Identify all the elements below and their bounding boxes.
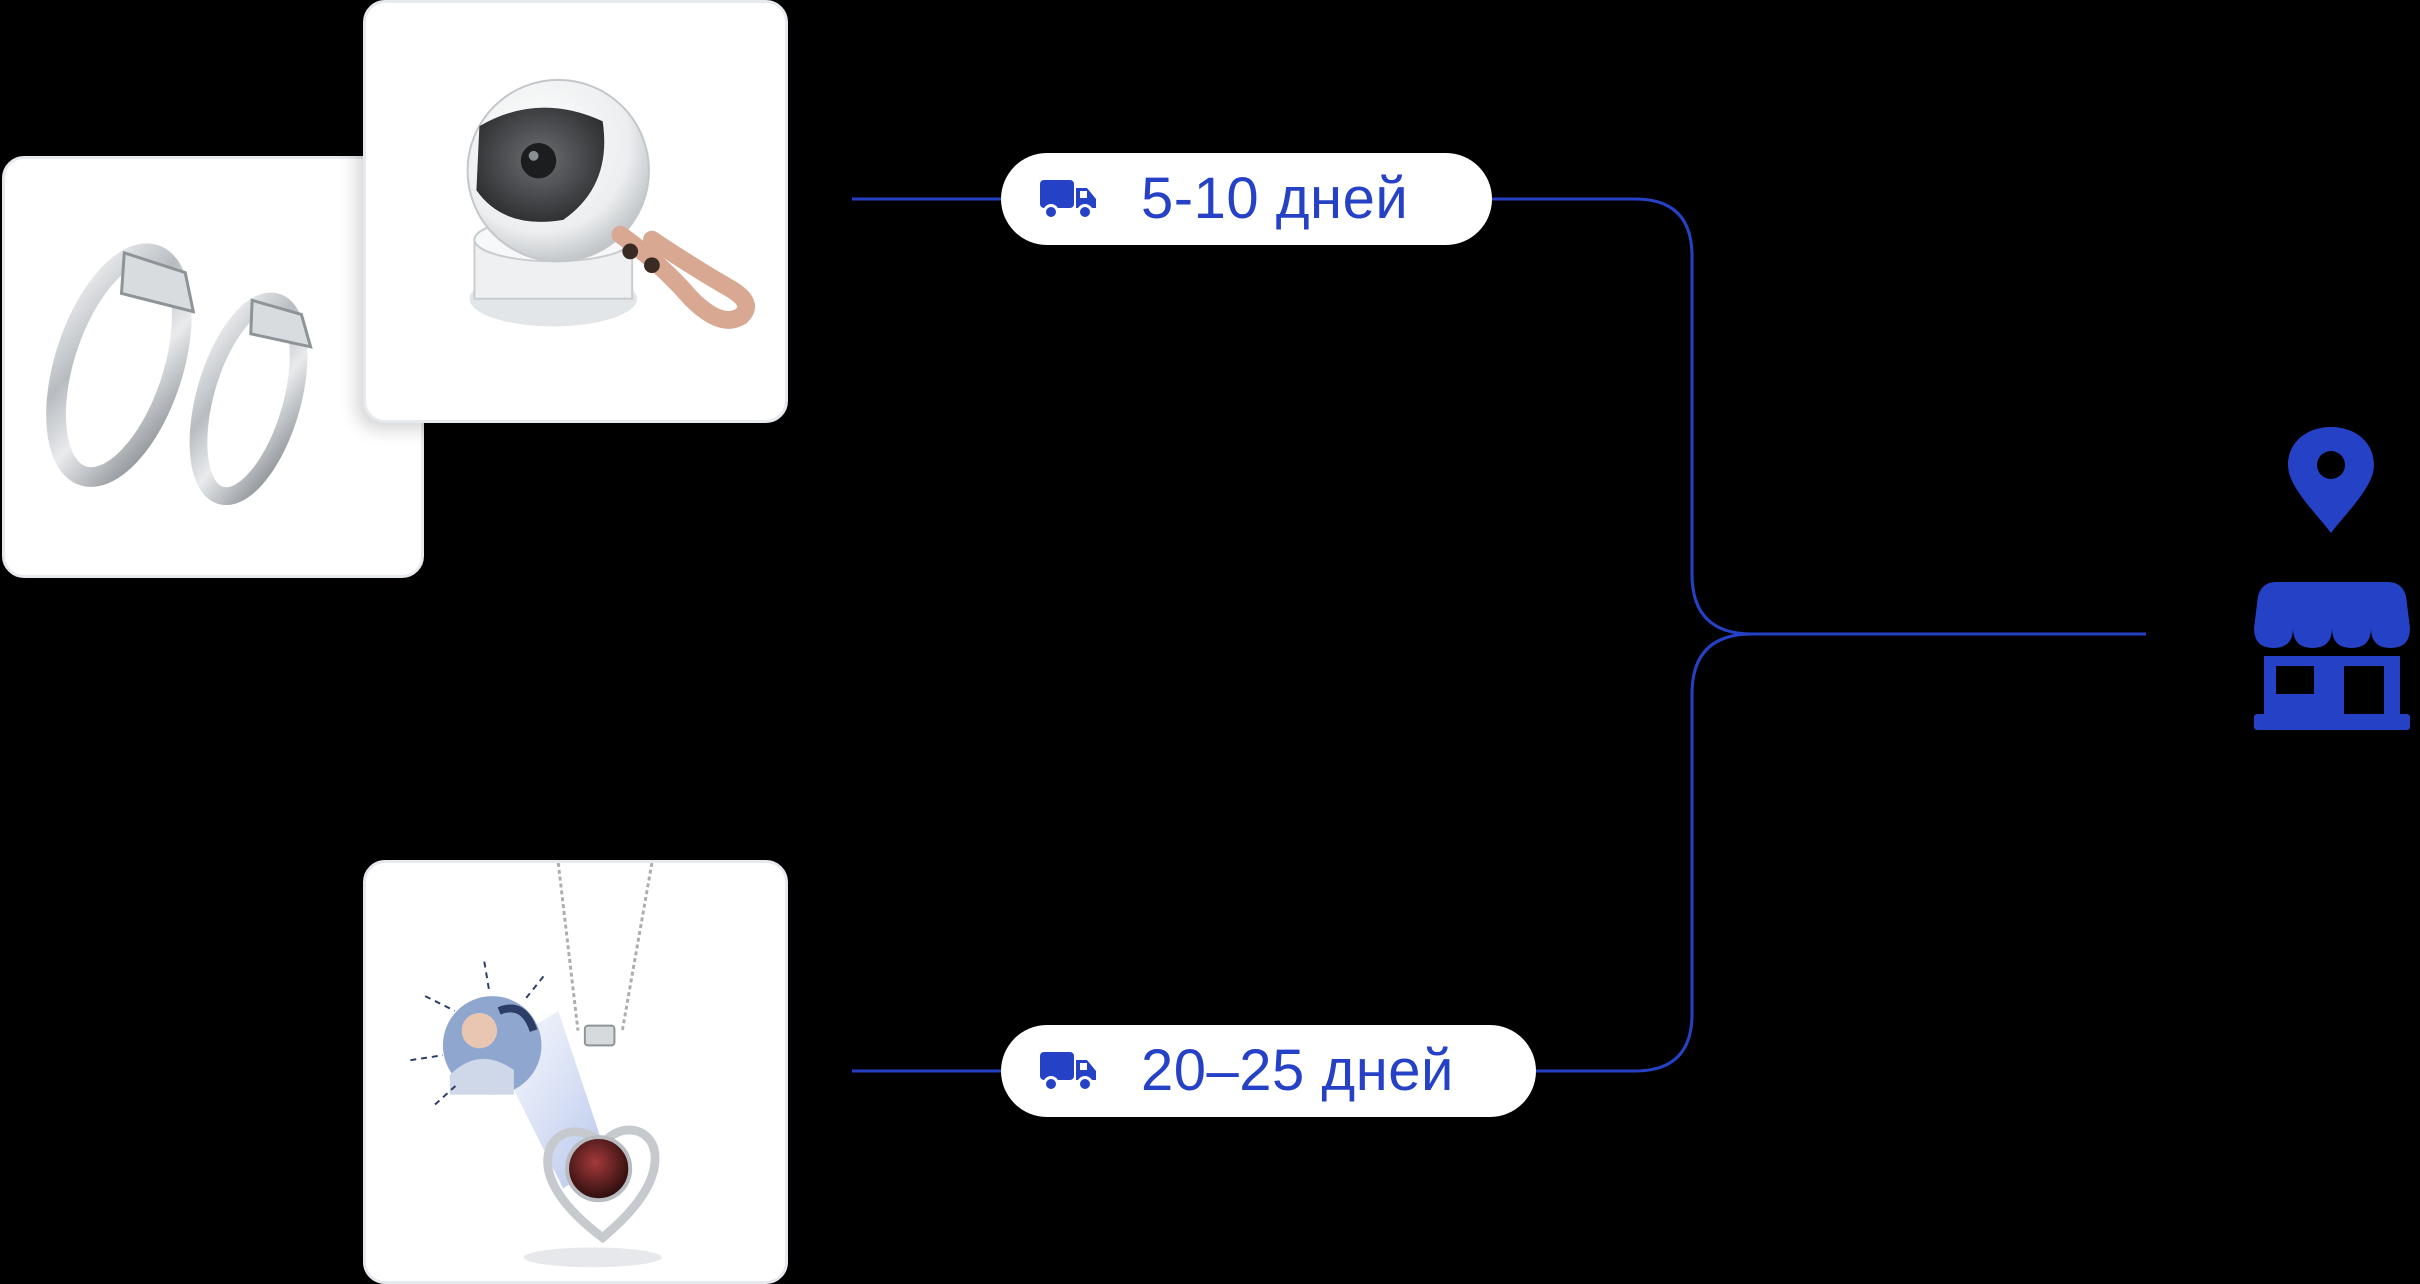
delivery-time-label: 5-10 дней (1141, 166, 1409, 231)
product-card-necklace (363, 860, 788, 1284)
route-line-top (852, 197, 1753, 636)
delivery-time-badge-fast: 5-10 дней (1001, 153, 1492, 245)
delivery-time-badge-slow: 20–25 дней (1001, 1025, 1536, 1117)
route-line-bottom (852, 632, 1753, 1073)
truck-icon (1040, 1052, 1096, 1092)
camera-icon (466, 78, 755, 329)
rings-icon (46, 243, 313, 506)
truck-icon (1040, 180, 1096, 220)
product-card-rings (2, 156, 424, 578)
destination-store (2250, 425, 2410, 730)
necklace-icon (410, 863, 662, 1268)
delivery-time-label: 20–25 дней (1141, 1038, 1454, 1103)
store-icon (2254, 582, 2410, 730)
map-pin-icon (2288, 427, 2374, 533)
product-card-camera (363, 0, 788, 423)
